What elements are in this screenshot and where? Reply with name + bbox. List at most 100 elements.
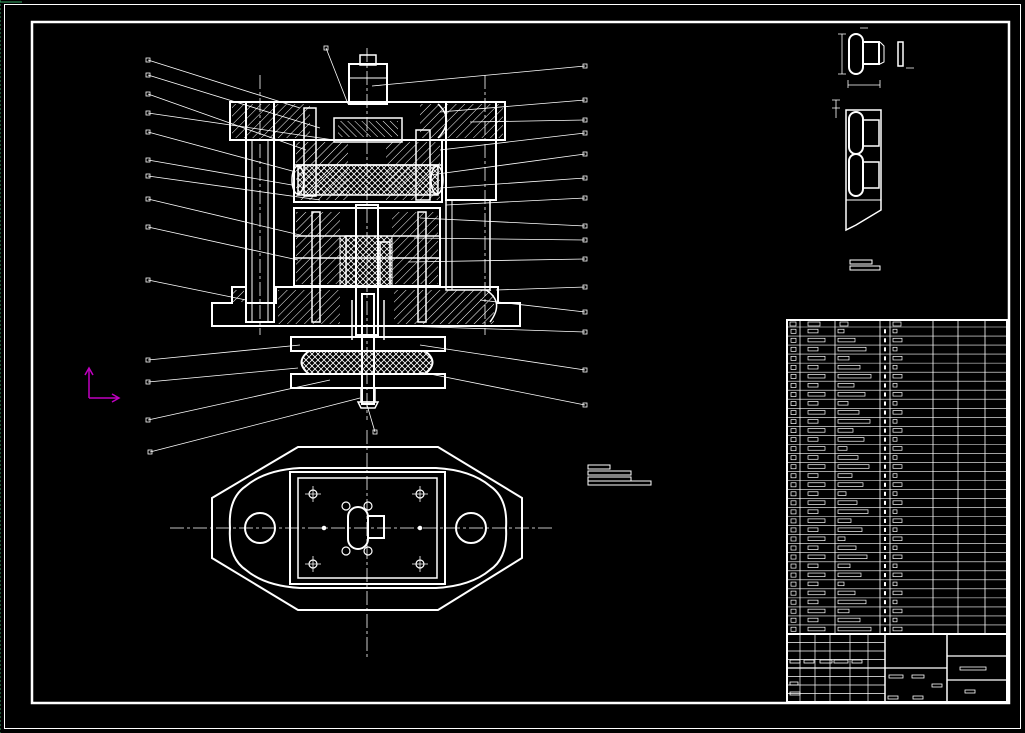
- bom-item-code: [807, 392, 826, 397]
- bom-item-no: [790, 355, 797, 361]
- balloon-marker: [582, 309, 588, 315]
- bom-item-material: [892, 608, 903, 614]
- bom-item-material: [892, 473, 898, 478]
- buffer-top-plate: [290, 336, 446, 352]
- bom-item-no: [790, 428, 797, 433]
- bom-item-code: [807, 617, 819, 623]
- bom-item-material: [892, 527, 898, 532]
- bom-item-qty: [884, 347, 886, 352]
- leader-line: [479, 299, 586, 313]
- leader-line: [147, 74, 321, 129]
- bom-item-code: [807, 500, 826, 505]
- bom-item-qty: [884, 383, 886, 388]
- title-field: [888, 674, 904, 679]
- bom-item-name: [837, 491, 847, 496]
- title-field: [931, 683, 943, 688]
- bom-item-material: [892, 536, 903, 541]
- bom-item-qty: [884, 600, 886, 605]
- bom-item-name: [837, 473, 853, 478]
- bom-item-material: [892, 337, 903, 343]
- bom-item-qty: [884, 446, 886, 451]
- balloon-marker: [582, 256, 588, 262]
- leader-line: [147, 93, 307, 151]
- bom-item-code: [807, 337, 826, 343]
- bom-item-material: [892, 383, 898, 388]
- bom-item-qty: [884, 527, 886, 532]
- bom-item-qty: [884, 627, 886, 632]
- bom-item-no: [790, 410, 797, 415]
- bom-item-qty: [884, 428, 886, 433]
- balloon-marker: [323, 45, 329, 51]
- leader-lines: [145, 45, 588, 455]
- bom-header-cell: [892, 321, 902, 327]
- bom-item-name: [837, 527, 863, 532]
- bom-item-material: [892, 482, 903, 487]
- bom-item-material: [892, 590, 903, 596]
- bom-item-code: [807, 383, 819, 388]
- bom-item-name: [837, 446, 848, 451]
- buffer-bottom-plate: [290, 373, 446, 389]
- bom-item-material: [892, 554, 903, 559]
- guide-hole-right: [455, 512, 487, 544]
- bom-item-code: [807, 446, 826, 451]
- bom-item-material: [892, 617, 898, 623]
- leader-line: [439, 177, 586, 189]
- bom-item-material: [892, 446, 903, 451]
- bom-item-material: [892, 410, 903, 415]
- bom-item-no: [790, 554, 797, 560]
- balloon-marker: [582, 63, 588, 69]
- bill-of-materials-table: [786, 319, 1008, 635]
- bom-item-no: [790, 392, 797, 397]
- bom-item-no: [790, 599, 797, 605]
- title-block: [786, 633, 1008, 703]
- leader-line: [147, 344, 301, 361]
- balloon-marker: [582, 97, 588, 103]
- bom-item-material: [892, 346, 898, 352]
- title-field: [833, 659, 849, 664]
- bom-header-cell: [807, 321, 821, 327]
- bom-item-name: [837, 518, 852, 523]
- balloon-marker: [145, 357, 151, 363]
- bom-item-qty: [884, 473, 886, 478]
- bom-item-no: [790, 617, 797, 623]
- bom-item-material: [892, 392, 903, 397]
- balloon-marker: [582, 402, 588, 408]
- bom-item-qty: [884, 573, 886, 578]
- leader-line: [371, 65, 586, 87]
- bom-item-qty: [884, 500, 886, 505]
- bom-item-qty: [884, 582, 886, 587]
- leader-line: [445, 197, 586, 206]
- leader-line: [325, 47, 349, 105]
- bom-item-material: [892, 437, 898, 442]
- bom-item-no: [790, 464, 797, 470]
- bom-item-qty: [884, 591, 886, 596]
- balloon-marker: [145, 57, 151, 63]
- leader-line: [495, 286, 586, 291]
- bom-item-no: [790, 590, 797, 596]
- bom-item-code: [807, 536, 826, 541]
- bom-item-qty: [884, 536, 886, 541]
- title-field: [789, 681, 799, 686]
- balloon-marker: [145, 277, 151, 283]
- bom-item-name: [837, 581, 845, 587]
- bom-item-material: [892, 491, 898, 496]
- bom-item-code: [807, 365, 819, 370]
- bom-item-code: [807, 626, 826, 632]
- bom-item-no: [790, 401, 797, 406]
- bom-item-no: [790, 374, 797, 379]
- leader-line: [147, 367, 299, 383]
- bom-item-no: [790, 581, 797, 587]
- balloon-marker: [145, 379, 151, 385]
- bom-item-material: [892, 572, 903, 578]
- leader-line: [399, 325, 586, 333]
- bom-item-name: [837, 482, 864, 487]
- bom-header-cell: [839, 321, 849, 327]
- bom-item-material: [892, 500, 903, 505]
- title-field: [851, 659, 863, 664]
- bom-item-qty: [884, 618, 886, 623]
- balloon-marker: [145, 417, 151, 423]
- bom-item-name: [837, 608, 850, 614]
- bom-item-material: [892, 581, 898, 587]
